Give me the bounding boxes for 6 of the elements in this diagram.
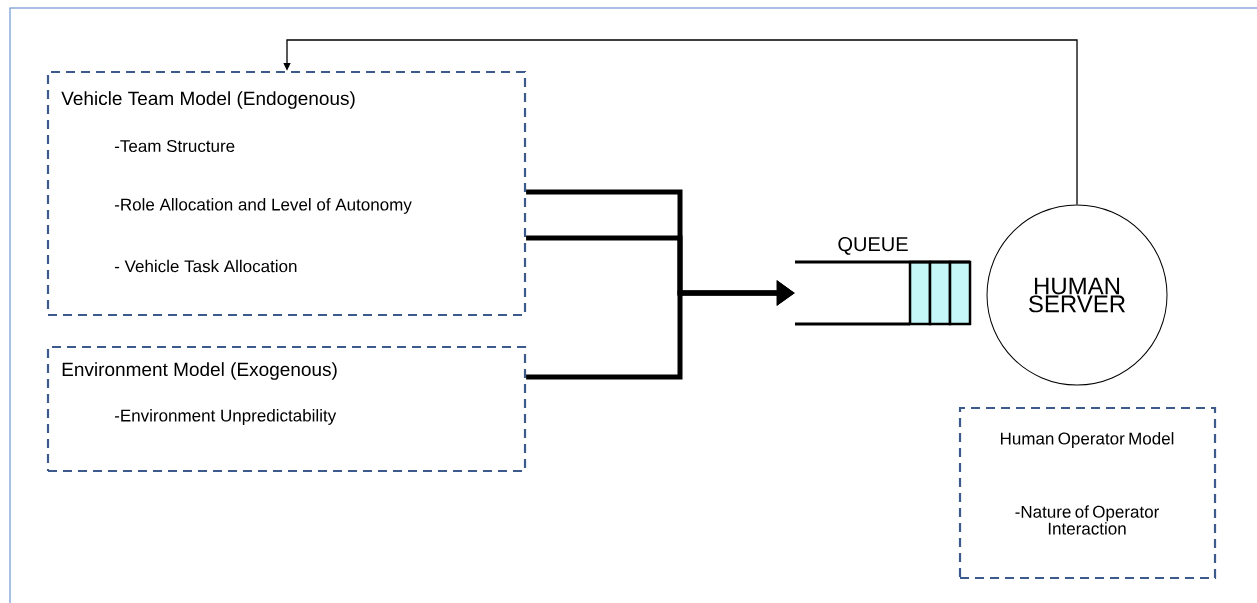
queue-drawing: QUEUE	[795, 237, 972, 326]
model-box: Vehicle Team Model (Endogenous) -Team Structure -Role Allocation and Level of Autonomy - Vehicle Task Allocation	[46, 70, 527, 317]
arrow	[283, 39, 1078, 206]
model-box: Human Operator Model -Nature of Operator Interaction	[958, 406, 1217, 580]
model-box: Environment Model (Exogenous) -Environment Unpredictability	[46, 345, 527, 473]
node-label: QUEUE	[838, 237, 908, 255]
